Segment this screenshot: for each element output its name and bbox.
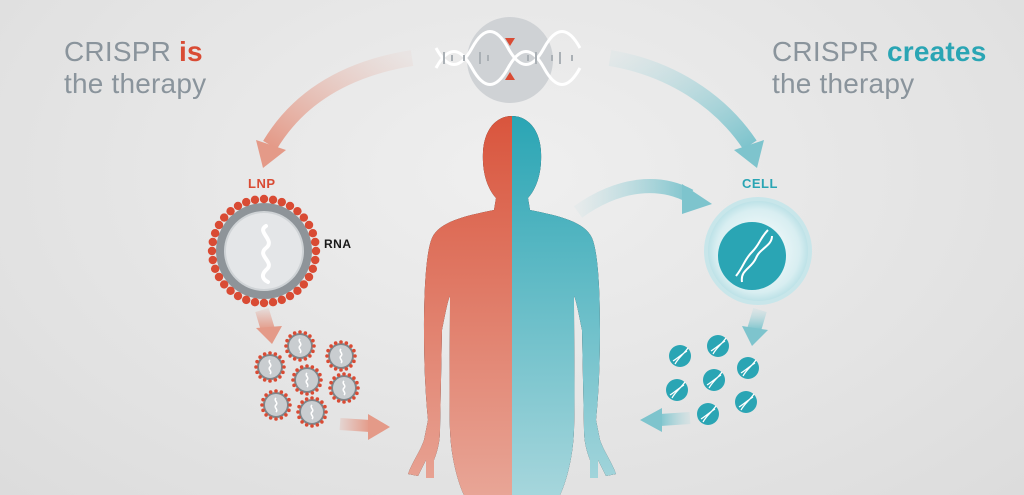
lipid-head — [304, 220, 314, 230]
left-heading-plain: CRISPR — [64, 36, 179, 67]
dna-icon — [434, 17, 582, 103]
lipid-head — [214, 272, 224, 282]
lipid-head — [304, 272, 314, 282]
right-heading-strong: creates — [886, 36, 987, 67]
lipid-head — [259, 298, 269, 308]
mini-lnp — [284, 330, 316, 362]
mini-lnp — [291, 364, 323, 396]
lipid-head — [293, 286, 302, 296]
mini-lnp — [296, 396, 328, 428]
lnp-particle-cluster — [254, 330, 360, 428]
left-heading: CRISPR is the therapy — [64, 36, 206, 100]
lipid-nanoparticle-icon — [207, 194, 321, 308]
lipid-head — [242, 295, 251, 305]
lipid-head — [219, 213, 229, 222]
lipid-head — [233, 201, 243, 211]
left-heading-strong: is — [178, 36, 203, 67]
arrow-body-to-cell — [573, 179, 712, 218]
lnp-label: LNP — [248, 176, 276, 191]
lipid-head — [210, 264, 220, 273]
mini-lnp — [328, 372, 360, 404]
mini-lnp — [254, 351, 286, 383]
lipid-head — [250, 298, 260, 307]
mini-cell — [737, 357, 759, 379]
mini-cell — [735, 391, 757, 413]
mini-cell — [697, 403, 719, 425]
cell-label: CELL — [742, 176, 778, 191]
lipid-head — [207, 246, 217, 256]
rna-label: RNA — [324, 237, 352, 251]
lipid-head — [285, 201, 295, 211]
lipid-head — [299, 280, 309, 289]
lipid-head — [308, 264, 318, 273]
lipid-head — [293, 206, 302, 216]
mini-cell — [707, 335, 729, 357]
edited-cell-cluster — [666, 335, 759, 425]
lipid-head — [214, 220, 224, 230]
lipid-head — [285, 291, 295, 301]
lipid-head — [308, 229, 318, 238]
arrow-to-cell — [608, 50, 764, 168]
lipid-head — [208, 255, 217, 265]
arrow-lnp-down — [255, 307, 282, 344]
lipid-head — [219, 280, 229, 289]
lipid-head — [277, 295, 286, 305]
mini-cell — [703, 369, 725, 391]
lipid-head — [311, 237, 320, 247]
lipid-head — [226, 206, 235, 216]
lipid-head — [226, 286, 235, 296]
lipid-head — [268, 195, 278, 204]
arrow-lnp-to-body — [339, 414, 390, 440]
lipid-head — [250, 195, 260, 204]
lipid-head — [210, 229, 220, 238]
mini-lnp — [260, 389, 292, 421]
lipid-head — [311, 246, 321, 256]
right-heading-plain: CRISPR — [772, 36, 887, 67]
mini-cell — [669, 345, 691, 367]
arrow-cells-to-body — [640, 408, 691, 432]
lipid-head — [233, 291, 243, 301]
lipid-head — [299, 213, 309, 222]
arrow-cell-down — [742, 307, 768, 346]
right-heading-line2: the therapy — [772, 68, 915, 99]
lipid-head — [311, 255, 320, 265]
lipid-head — [268, 298, 278, 307]
cell-icon — [704, 197, 812, 305]
human-silhouette-icon — [408, 116, 616, 495]
mini-lnp — [325, 340, 357, 372]
arrow-to-lnp — [256, 50, 414, 168]
lipid-head — [242, 197, 251, 207]
lipid-head — [277, 197, 286, 207]
lipid-head — [208, 237, 217, 247]
mini-cell — [666, 379, 688, 401]
lipid-head — [259, 194, 269, 204]
right-heading: CRISPR creates the therapy — [772, 36, 986, 100]
left-heading-line2: the therapy — [64, 68, 207, 99]
